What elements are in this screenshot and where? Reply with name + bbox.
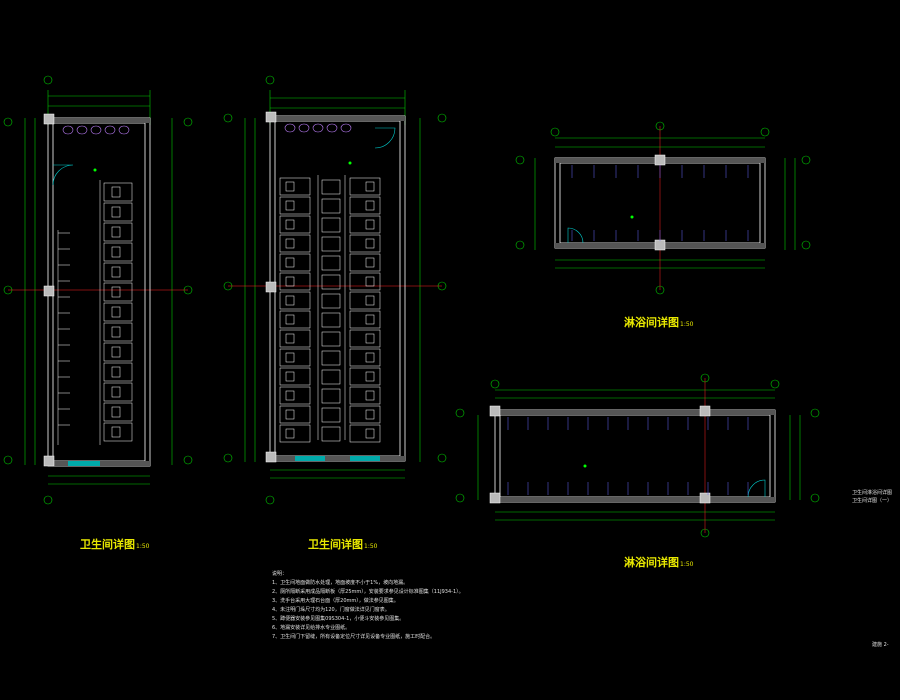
sheet-label: 建施 2-: [872, 641, 889, 648]
note-line-4: 4、未注明门垛尺寸均为120，门窗做法详见门窗表。: [272, 606, 390, 613]
drawing-scale-1: 1:50: [136, 543, 150, 550]
side-label-line-1: 卫生间淋浴间详图: [852, 489, 892, 496]
notes-heading: 说明：: [272, 570, 287, 577]
note-line-6: 6、地漏安装详见给排水专业图纸。: [272, 624, 350, 631]
note-line-3: 3、洗手台采用大理石台面（厚20mm），做法参见图集。: [272, 597, 399, 604]
shower-plan-2: [455, 373, 820, 538]
note-line-7: 7、卫生间门下留缝，所有设备定位尺寸详见设备专业图纸，施工时配合。: [272, 633, 435, 640]
note-line-1: 1、卫生间地面做防水处理，地面坡度不小于1%，坡向地漏。: [272, 579, 408, 586]
note-line-2: 2、厕所隔断采用成品隔断板（厚25mm），安装要求参见设计标准图集（11J934…: [272, 588, 464, 595]
toilet-plan-1: [3, 75, 193, 505]
drawing-scale-4: 1:50: [680, 561, 694, 568]
note-line-5: 5、蹲便器安装参见图集09S304-1，小便斗安装参见图集。: [272, 615, 404, 622]
drawing-title-1: 卫生间详图: [80, 537, 135, 551]
drawing-title-3: 淋浴间详图: [624, 315, 679, 329]
side-label-line-2: 卫生间详图（一）: [852, 497, 892, 504]
drawing-title-2: 卫生间详图: [308, 537, 363, 551]
drawing-title-4: 淋浴间详图: [624, 555, 679, 569]
toilet-plan-2: [223, 75, 447, 505]
drawing-scale-3: 1:50: [680, 321, 694, 328]
drawing-scale-2: 1:50: [364, 543, 378, 550]
shower-plan-1: [515, 121, 811, 295]
